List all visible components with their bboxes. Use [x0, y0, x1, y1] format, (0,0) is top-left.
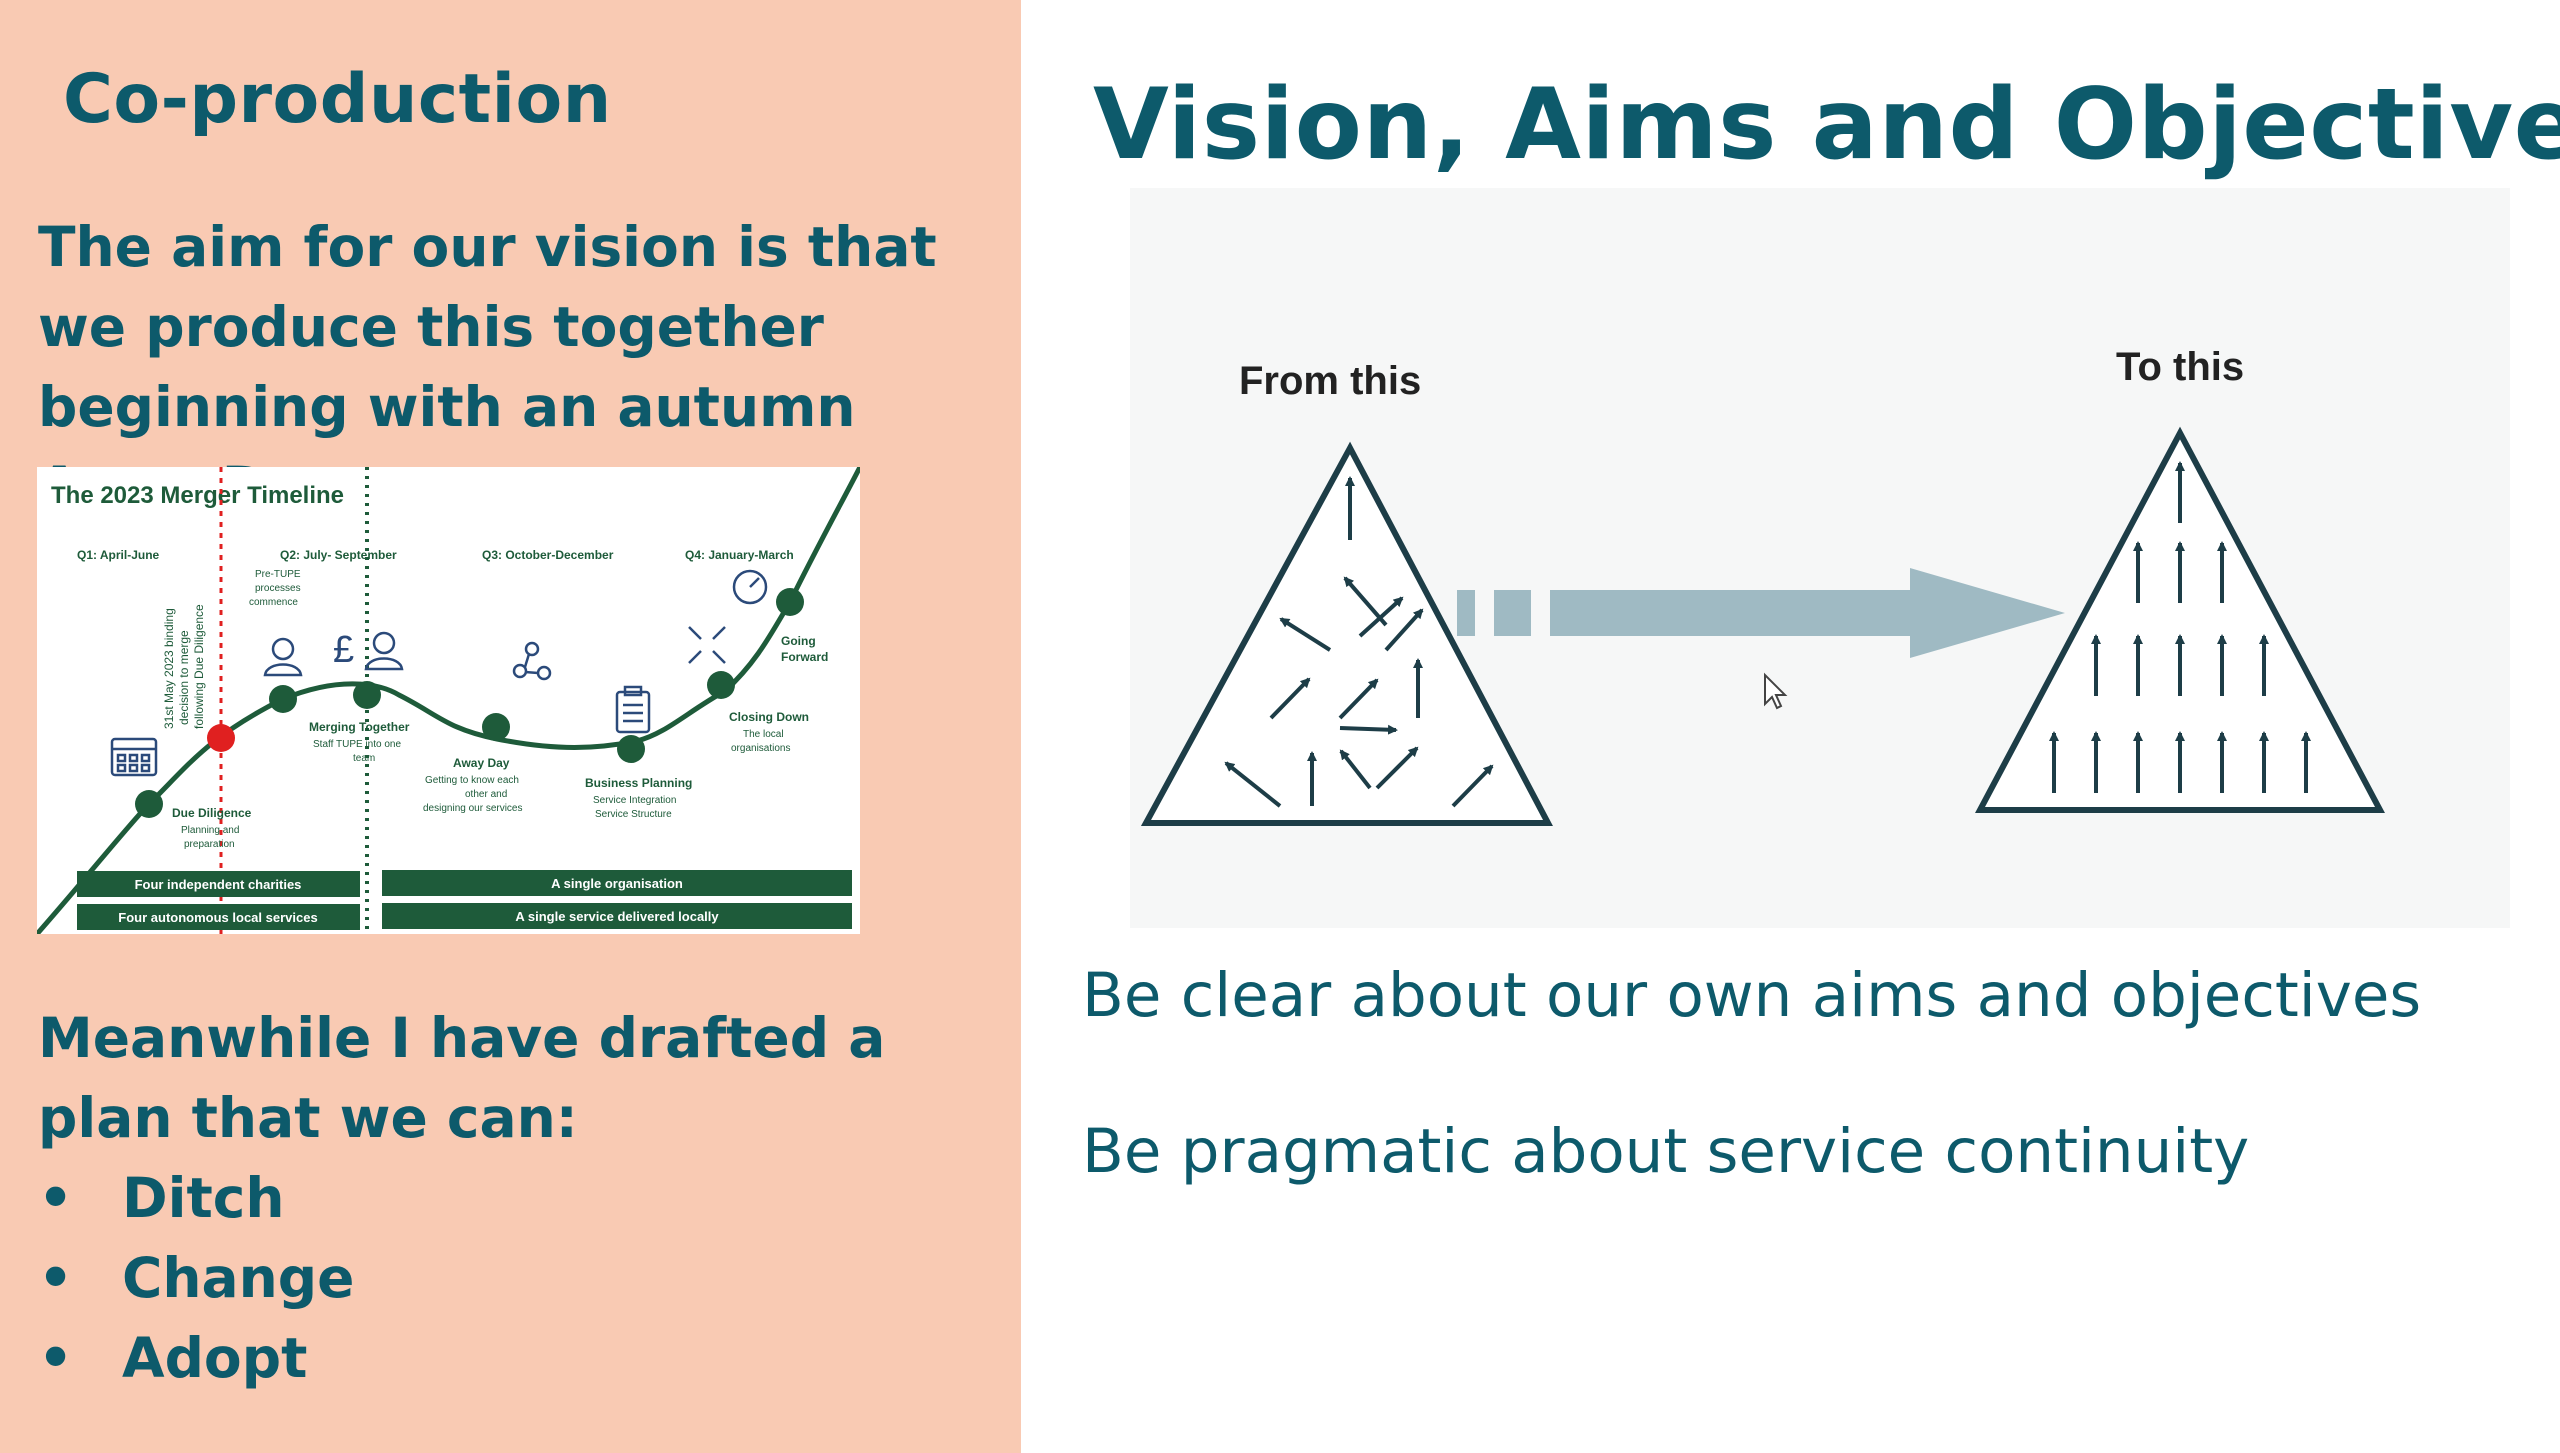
plan-list: • Ditch • Change • Adopt — [38, 1158, 354, 1398]
person-icon — [263, 637, 303, 677]
pre-tupe-label-3: commence — [249, 597, 298, 608]
milestone-title-2: Away Day — [453, 756, 510, 770]
milestone-title-3: Business Planning — [585, 776, 692, 790]
milestone-dot-closing-down — [707, 671, 735, 699]
bar-single-organisation-label: A single organisation — [551, 876, 683, 891]
decision-note-line1: 31st May 2023 binding — [162, 608, 176, 729]
quarter-q1: Q1: April-June — [77, 548, 160, 562]
pre-tupe-label-2: processes — [255, 583, 301, 594]
decision-note: 31st May 2023 binding decision to merge … — [162, 604, 206, 729]
milestone-dot-decision — [207, 724, 235, 752]
mouse-cursor-icon — [1764, 672, 1788, 710]
transition-arrow — [1550, 568, 2065, 658]
statement-continuity: Be pragmatic about service continuity — [1082, 1116, 2250, 1187]
share-icon — [512, 641, 552, 681]
random-arrows — [1224, 476, 1494, 808]
milestone-line-2-1: other and — [465, 789, 507, 800]
bullet: • — [38, 1246, 74, 1310]
from-to-graphic: From this To this — [1130, 188, 2510, 928]
plan-item-adopt: • Adopt — [38, 1318, 354, 1398]
pound-icon: £ — [333, 629, 354, 671]
person-pair-icon — [364, 631, 404, 671]
milestone-dot-business-planning — [617, 735, 645, 763]
left-heading: Co-production — [63, 60, 612, 139]
timeline-title: The 2023 Merger Timeline — [51, 482, 344, 509]
milestone-line-3-0: Service Integration — [593, 795, 676, 806]
from-label: From this — [1239, 359, 1421, 403]
timeline-graphic: The 2023 Merger Timeline Q1: April-June … — [35, 465, 863, 936]
quarter-q4: Q4: January-March — [685, 548, 794, 562]
bar-single-organisation — [382, 870, 852, 896]
left-panel: Co-production The aim for our vision is … — [0, 0, 1021, 1453]
milestone-line-1-0: Staff TUPE into one — [313, 739, 401, 750]
bar-single-service-label: A single service delivered locally — [515, 909, 719, 924]
plan-text: Meanwhile I have drafted a plan that we … — [38, 1006, 886, 1150]
plan-item-label: Ditch — [122, 1166, 285, 1230]
milestone-dot-going-forward — [776, 588, 804, 616]
bar-four-services — [77, 904, 360, 930]
milestone-line-5-0: Forward — [781, 650, 828, 664]
to-triangle — [1975, 426, 2385, 813]
milestone-dot-pre-tupe — [269, 685, 297, 713]
to-label: To this — [2116, 345, 2244, 389]
slide-title: Vision, Aims and Objectives — [1093, 68, 2560, 182]
calendar-icon — [110, 737, 158, 777]
arrow-tail-square-1 — [1457, 590, 1475, 636]
arrow-tail-square-2 — [1494, 590, 1531, 636]
quarter-q2: Q2: July- September — [280, 548, 397, 562]
milestone-line-0-1: preparation — [184, 839, 235, 850]
bullet: • — [38, 1166, 74, 1230]
milestone-title-0: Due Diligence — [172, 806, 252, 820]
bar-four-charities — [77, 871, 360, 897]
milestone-line-4-0: The local — [743, 729, 784, 740]
compress-icon — [688, 626, 726, 664]
plan-item-label: Change — [122, 1246, 355, 1310]
milestone-dot-due-diligence — [135, 790, 163, 818]
bar-single-service — [382, 903, 852, 929]
from-triangle — [1140, 441, 1553, 826]
milestone-dot-away-day — [482, 713, 510, 741]
milestone-line-1-1: team — [353, 753, 375, 764]
plan-item-change: • Change — [38, 1238, 354, 1318]
milestone-line-0-0: Planning and — [181, 825, 239, 836]
milestone-title-1: Merging Together — [309, 720, 410, 734]
timeline-curve — [35, 465, 863, 936]
milestone-title-4: Closing Down — [729, 710, 809, 724]
pre-tupe-label-1: Pre-TUPE — [255, 569, 301, 580]
statement-aims: Be clear about our own aims and objectiv… — [1082, 960, 2422, 1031]
milestone-line-2-2: designing our services — [423, 803, 523, 814]
decision-note-line3: following Due Diligence — [192, 604, 206, 729]
bullet: • — [38, 1326, 74, 1390]
plan-item-ditch: • Ditch — [38, 1158, 354, 1238]
merger-timeline-image: The 2023 Merger Timeline Q1: April-June … — [35, 465, 863, 936]
milestone-line-4-1: organisations — [731, 743, 790, 754]
bar-four-services-label: Four autonomous local services — [118, 910, 317, 925]
milestone-line-2-0: Getting to know each — [425, 775, 519, 786]
milestone-line-3-1: Service Structure — [595, 809, 672, 820]
milestone-title-5: Going — [781, 634, 816, 648]
decision-note-line2: decision to merge — [177, 630, 191, 725]
milestone-dot-merging — [353, 681, 381, 709]
clipboard-icon — [615, 685, 651, 734]
aligned-arrows — [2049, 461, 2311, 793]
intro-text: The aim for our vision is that we produc… — [38, 215, 937, 519]
from-to-diagram: From this To this — [1130, 188, 2510, 928]
bar-four-charities-label: Four independent charities — [135, 877, 302, 892]
quarter-q3: Q3: October-December — [482, 548, 614, 562]
gauge-icon — [732, 569, 768, 605]
plan-item-label: Adopt — [122, 1326, 308, 1390]
